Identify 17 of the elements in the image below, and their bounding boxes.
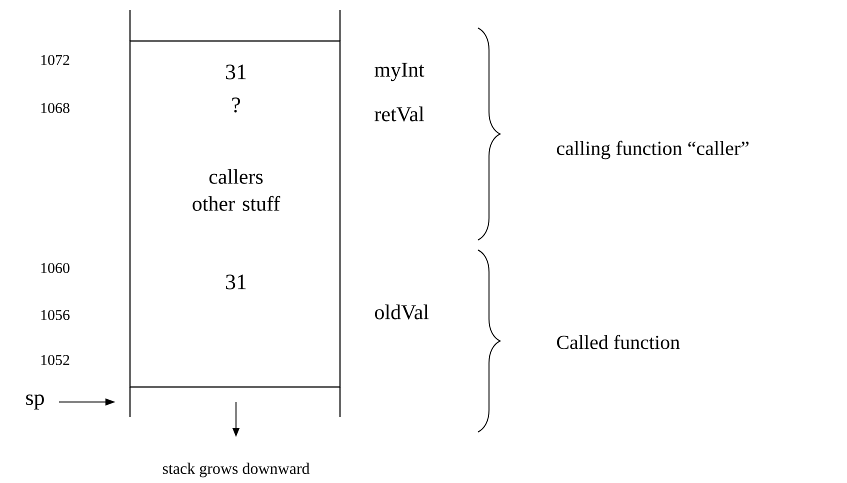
address-label: 1056 [41,310,70,320]
cell-value: ? [232,98,240,112]
address-label: 1072 [41,54,70,66]
frame-label: Called function [557,334,680,350]
frame-label: calling function “caller” [556,140,749,160]
address-label: 1060 [41,262,70,274]
address-label: 1068 [41,102,70,114]
cell-value: 31 [226,64,246,80]
variable-name: myInt [374,62,424,82]
caption-text: stack grows downward [162,462,310,478]
cell-value: callers other stuff [192,169,280,211]
address-label: 1052 [41,354,70,366]
variable-name: retVal [374,106,424,122]
cell-value: 31 [226,274,246,290]
variable-name: oldVal [375,304,429,320]
stack-frame-box [129,40,341,388]
pointer-label: sp [26,394,44,410]
